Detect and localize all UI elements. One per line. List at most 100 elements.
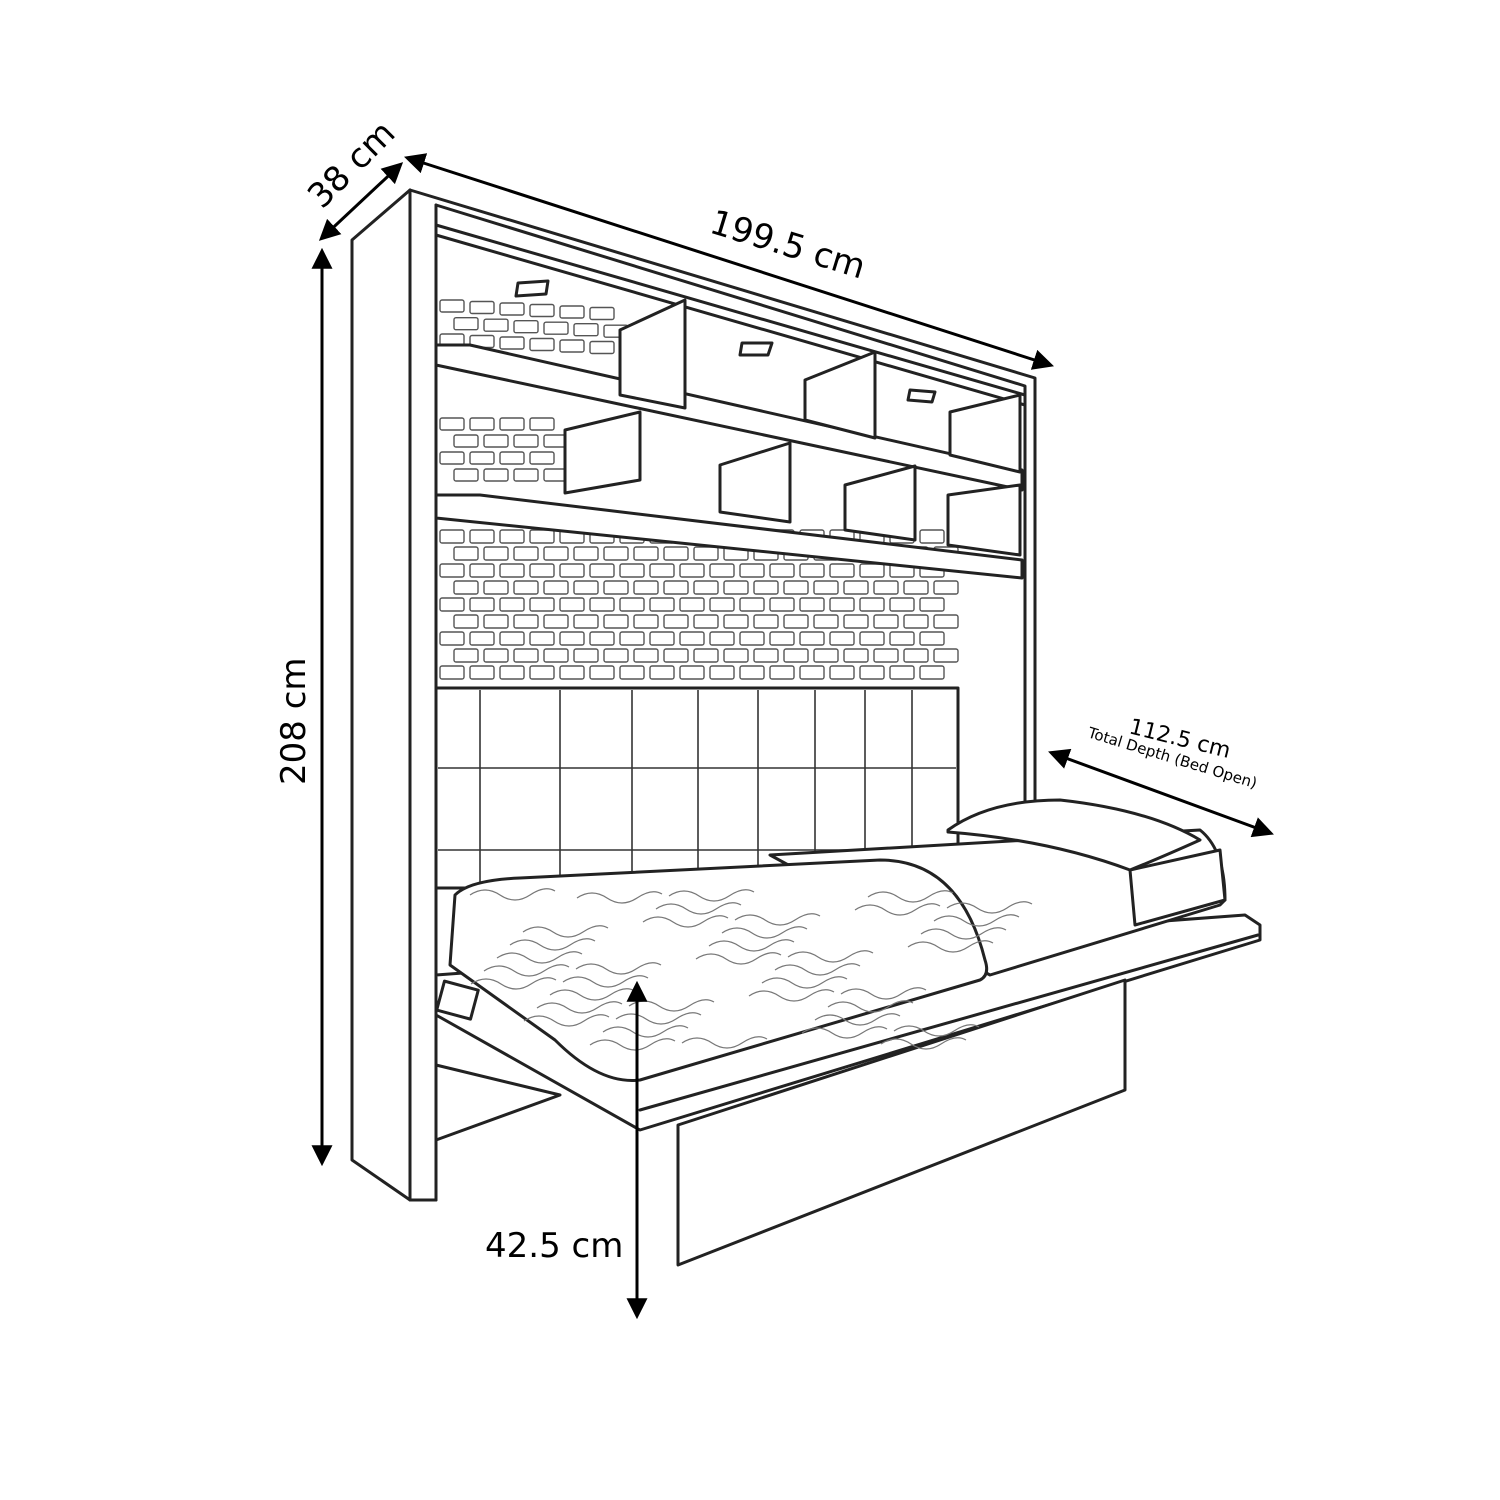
brick: [649, 597, 675, 612]
spotlight-icon: [906, 388, 937, 404]
brick: [769, 665, 795, 680]
brick: [709, 665, 735, 680]
brick: [589, 306, 615, 321]
brick: [633, 546, 659, 561]
brick: [589, 631, 615, 646]
brick: [919, 665, 945, 680]
brick: [529, 451, 555, 465]
brick: [739, 563, 765, 578]
cabinet-side-panel: [350, 188, 412, 1202]
brick: [753, 614, 779, 629]
brick: [829, 665, 855, 680]
brick: [603, 614, 629, 629]
brick: [499, 631, 525, 646]
brick: [603, 648, 629, 663]
brick: [559, 305, 585, 319]
brick: [453, 580, 479, 595]
brick: [829, 631, 855, 646]
brick: [483, 468, 509, 482]
brick: [889, 631, 915, 646]
brick: [649, 665, 675, 680]
brick: [919, 631, 945, 646]
brick: [859, 631, 885, 646]
brick: [499, 529, 525, 544]
brick: [679, 597, 705, 612]
brick: [469, 300, 495, 315]
brick: [603, 580, 629, 595]
brick: [589, 665, 615, 680]
brick: [559, 631, 585, 646]
brick: [919, 597, 945, 612]
brick: [513, 546, 539, 561]
brick: [739, 597, 765, 612]
brick: [529, 597, 555, 612]
brick: [843, 614, 869, 629]
brick: [483, 648, 509, 663]
brick: [783, 580, 809, 595]
brick: [589, 597, 615, 612]
brick: [753, 648, 779, 663]
brick: [559, 665, 585, 680]
brick: [603, 546, 629, 561]
brick: [499, 336, 525, 350]
brick: [649, 563, 675, 578]
brick: [573, 546, 599, 561]
brick: [589, 563, 615, 578]
shelf-lower: [434, 493, 1024, 580]
brick: [933, 648, 959, 663]
brick: [739, 665, 765, 680]
brick: [543, 580, 569, 595]
mattress-blanket: [448, 858, 989, 1082]
brick: [439, 417, 465, 431]
brick: [453, 317, 479, 331]
brick: [723, 614, 749, 629]
brick: [439, 631, 465, 646]
brick: [499, 302, 525, 316]
brick: [453, 648, 479, 663]
brick: [439, 597, 465, 612]
brick: [693, 546, 719, 561]
brick: [483, 318, 509, 332]
brick: [513, 648, 539, 663]
brick: [739, 631, 765, 646]
brick: [513, 580, 539, 595]
brick: [873, 648, 899, 663]
depth-arrow: [318, 162, 404, 241]
brick: [799, 597, 825, 612]
brick: [439, 563, 465, 578]
brick: [439, 665, 465, 680]
brick: [859, 563, 885, 578]
brick: [589, 340, 615, 355]
depth-label: 38 cm: [300, 113, 403, 216]
brick: [633, 614, 659, 629]
brick: [543, 648, 569, 663]
height-label: 208 cm: [274, 657, 314, 785]
brick: [573, 580, 599, 595]
brick: [529, 631, 555, 646]
brick: [439, 451, 465, 465]
brick: [483, 434, 509, 448]
bed-leg-panel: [676, 978, 1127, 1267]
brick: [529, 529, 555, 544]
brick: [559, 339, 585, 353]
brick: [709, 563, 735, 578]
brick: [529, 563, 555, 578]
brick: [453, 614, 479, 629]
brick: [633, 580, 659, 595]
brick: [453, 434, 479, 448]
brick: [619, 563, 645, 578]
brick: [469, 597, 495, 612]
brick: [543, 614, 569, 629]
shelves: [434, 223, 1027, 580]
brick: [799, 563, 825, 578]
spotlight-icon: [738, 341, 774, 357]
brick: [873, 580, 899, 595]
brick: [843, 580, 869, 595]
brick: [783, 648, 809, 663]
brick: [483, 546, 509, 561]
bed-height-label: 42.5 cm: [485, 1226, 623, 1266]
brick: [483, 614, 509, 629]
brick: [513, 468, 539, 482]
brick: [469, 529, 495, 544]
brick: [769, 631, 795, 646]
